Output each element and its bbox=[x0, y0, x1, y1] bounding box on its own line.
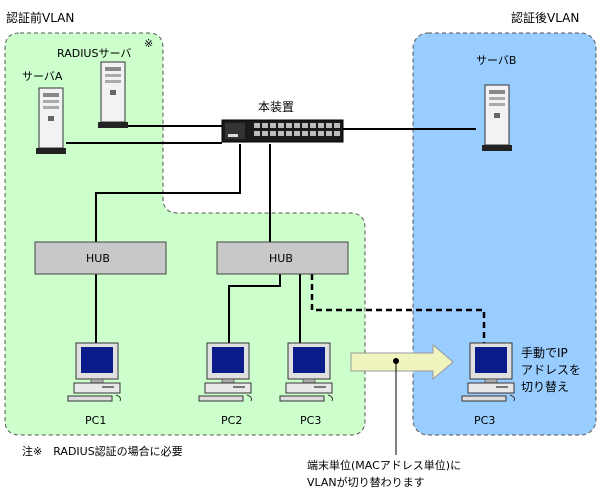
switch-note-line-2: VLANが切り替わります bbox=[307, 475, 425, 489]
manual-ip-line-2: アドレスを bbox=[521, 363, 581, 377]
desktop-pc-icon bbox=[198, 342, 252, 402]
server-tower-icon bbox=[481, 84, 513, 152]
radius-server[interactable] bbox=[97, 61, 129, 129]
main-switch[interactable] bbox=[221, 119, 344, 143]
pc3-move-dashed-link bbox=[310, 274, 486, 343]
desktop-pc-icon bbox=[279, 342, 333, 402]
pc3-moved[interactable] bbox=[461, 342, 515, 402]
pc1[interactable] bbox=[67, 342, 121, 402]
hub-2[interactable] bbox=[216, 241, 349, 275]
pc2[interactable] bbox=[198, 342, 252, 402]
server-a[interactable] bbox=[35, 87, 67, 155]
pc3-moved-label: PC3 bbox=[474, 414, 495, 427]
switch-label: 本装置 bbox=[258, 100, 294, 114]
hub-2-label: HUB bbox=[269, 252, 293, 265]
after-vlan-label: 認証後VLAN bbox=[511, 10, 579, 25]
hub-1-label: HUB bbox=[86, 252, 110, 265]
after-vlan-zone bbox=[412, 32, 597, 436]
network-switch-icon bbox=[221, 119, 344, 143]
server-a-label: サーバA bbox=[22, 70, 63, 83]
server-b-label: サーバB bbox=[476, 54, 516, 67]
switch-note-line-1: 端末単位(MACアドレス単位)に bbox=[307, 458, 461, 472]
server-tower-icon bbox=[97, 61, 129, 129]
desktop-pc-icon bbox=[67, 342, 121, 402]
footnote: 注※ RADIUS認証の場合に必要 bbox=[22, 444, 183, 458]
pc1-label: PC1 bbox=[85, 414, 106, 427]
before-vlan-label: 認証前VLAN bbox=[6, 10, 74, 25]
move-arrow-icon bbox=[350, 343, 454, 381]
pc3[interactable] bbox=[279, 342, 333, 402]
manual-ip-note: 手動でIP アドレスを 切り替え bbox=[521, 346, 585, 394]
server-tower-icon bbox=[35, 87, 67, 155]
network-links bbox=[66, 125, 476, 343]
radius-note-mark: ※ bbox=[144, 37, 153, 50]
hub-1[interactable] bbox=[34, 241, 167, 275]
switch-note: 端末単位(MACアドレス単位)に VLANが切り替わります bbox=[307, 458, 465, 489]
manual-ip-line-3: 切り替え bbox=[521, 380, 569, 394]
server-b[interactable] bbox=[481, 84, 513, 152]
pc2-label: PC2 bbox=[221, 414, 242, 427]
pc3-label: PC3 bbox=[300, 414, 321, 427]
radius-server-label: RADIUSサーバ bbox=[57, 47, 131, 60]
manual-ip-line-1: 手動でIP bbox=[521, 346, 568, 360]
desktop-pc-icon bbox=[461, 342, 515, 402]
